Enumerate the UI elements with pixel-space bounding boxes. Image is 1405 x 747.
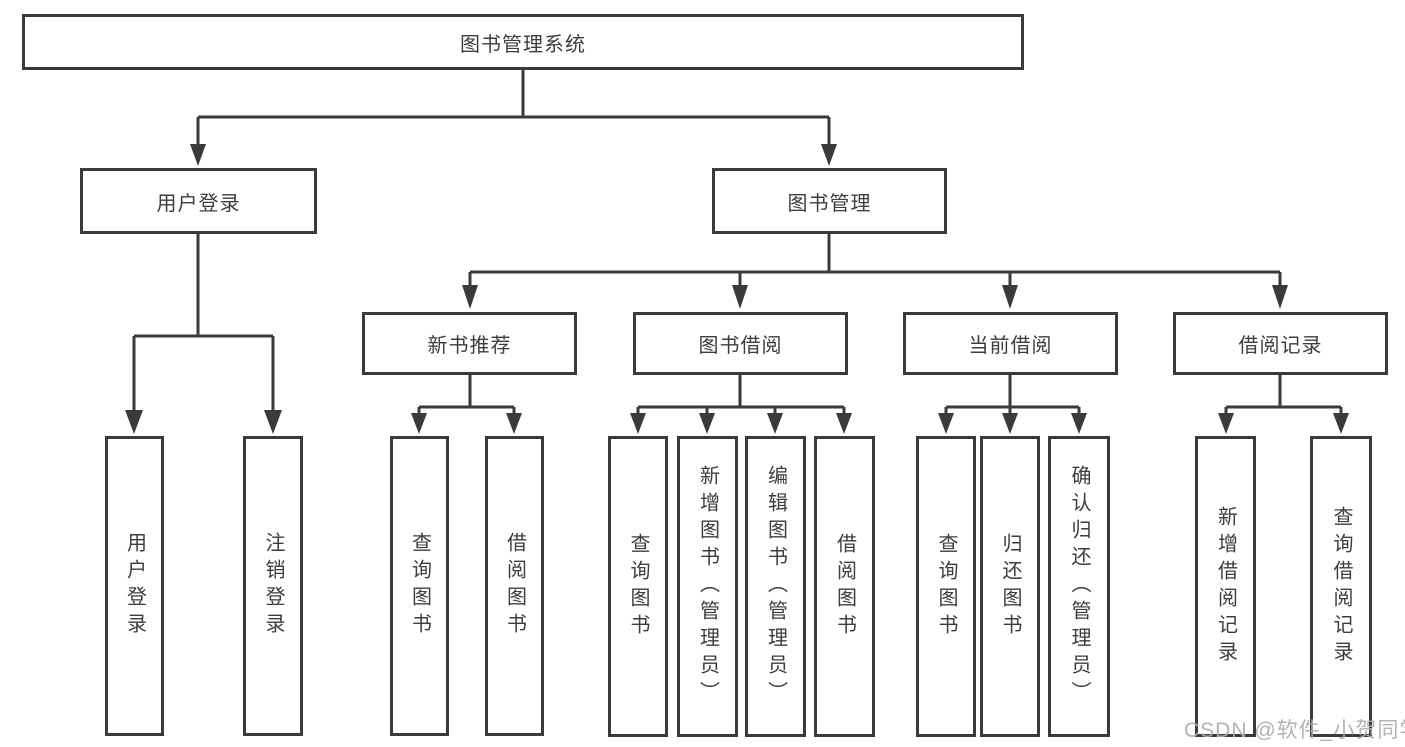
node-root: 图书管理系统 (22, 14, 1024, 70)
node-rec-borrow-books: 借阅图书 (485, 436, 544, 736)
node-new-book-recommend: 新书推荐 (362, 312, 577, 375)
node-bb-query-books: 查询图书 (608, 436, 668, 737)
node-cb-confirm-return: 确认归还（管理员） (1048, 436, 1110, 737)
node-logout-action: 注销登录 (243, 436, 303, 736)
node-borrow-records: 借阅记录 (1173, 312, 1388, 375)
node-bb-edit-books: 编辑图书（管理员） (745, 436, 806, 737)
node-cb-query-books: 查询图书 (916, 436, 976, 737)
node-user-login-action: 用户登录 (105, 436, 164, 736)
node-cb-return-books: 归还图书 (980, 436, 1040, 737)
node-user-login: 用户登录 (80, 168, 317, 234)
node-br-query-record: 查询借阅记录 (1310, 436, 1372, 737)
arrowheads (125, 144, 1349, 434)
node-bb-borrow-books: 借阅图书 (814, 436, 875, 737)
node-current-borrow: 当前借阅 (903, 312, 1118, 375)
node-br-add-record: 新增借阅记录 (1195, 436, 1256, 737)
watermark: CSDN @软件_小贺同学 (1184, 719, 1405, 742)
node-book-management: 图书管理 (712, 168, 947, 234)
node-book-borrow: 图书借阅 (633, 312, 848, 375)
node-bb-add-books: 新增图书（管理员） (677, 436, 738, 737)
node-rec-query-books: 查询图书 (390, 436, 449, 736)
